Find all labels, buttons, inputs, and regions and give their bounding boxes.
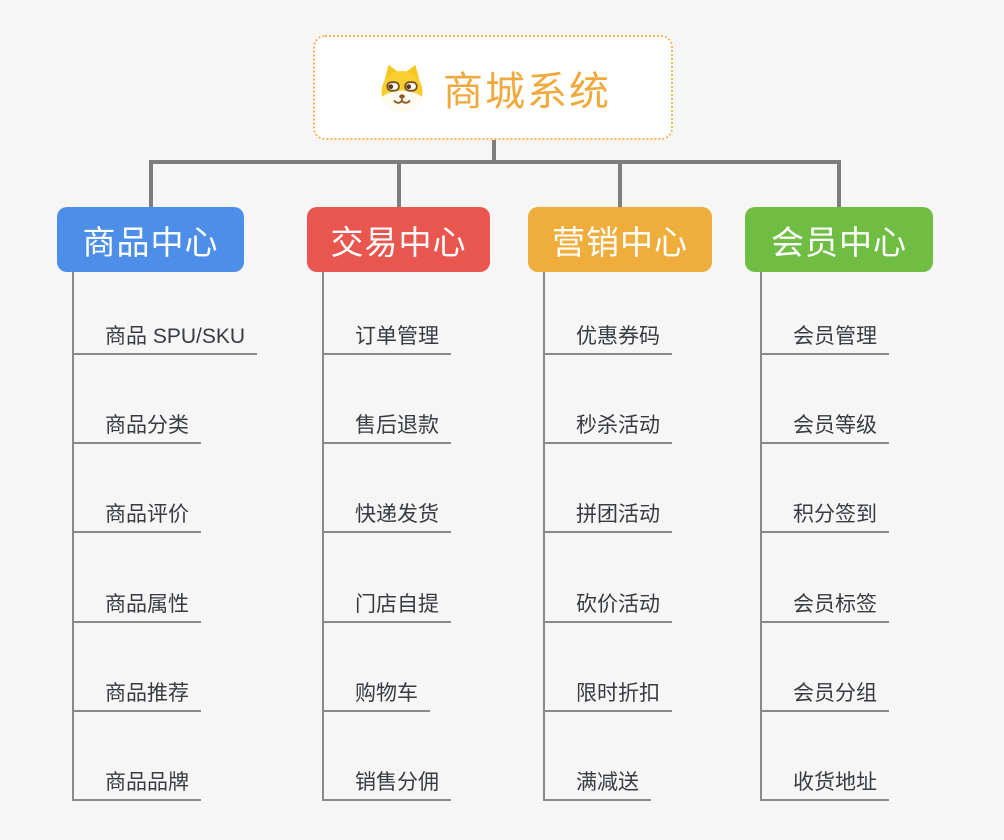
branch-node-1[interactable]: 商品中心 — [57, 207, 244, 272]
leaf-node[interactable]: 会员等级 — [760, 410, 889, 444]
root-stem-line — [492, 140, 496, 164]
branch-node-3[interactable]: 营销中心 — [528, 207, 712, 272]
leaf-node[interactable]: 收货地址 — [760, 767, 889, 801]
leaf-node[interactable]: 售后退款 — [322, 410, 451, 444]
branch-node-2[interactable]: 交易中心 — [307, 207, 490, 272]
branch-trunk-line — [322, 272, 324, 801]
leaf-node[interactable]: 订单管理 — [322, 321, 451, 355]
leaf-node[interactable]: 砍价活动 — [543, 589, 672, 623]
branch-trunk-line — [760, 272, 762, 801]
leaf-node[interactable]: 购物车 — [322, 678, 430, 712]
branch-drop-line — [396, 160, 401, 207]
branch-trunk-line — [72, 272, 74, 801]
leaf-node[interactable]: 商品属性 — [72, 589, 201, 623]
leaf-node[interactable]: 销售分佣 — [322, 767, 451, 801]
branch-drop-line — [618, 160, 622, 207]
leaf-node[interactable]: 限时折扣 — [543, 678, 672, 712]
leaf-node[interactable]: 满减送 — [543, 767, 651, 801]
leaf-node[interactable]: 拼团活动 — [543, 499, 672, 533]
leaf-node[interactable]: 秒杀活动 — [543, 410, 672, 444]
leaf-node[interactable]: 会员管理 — [760, 321, 889, 355]
leaf-node[interactable]: 商品评价 — [72, 499, 201, 533]
branch-bus-line — [148, 160, 841, 164]
leaf-node[interactable]: 商品品牌 — [72, 767, 201, 801]
branch-drop-line — [148, 160, 153, 207]
leaf-node[interactable]: 商品分类 — [72, 410, 201, 444]
branch-drop-line — [837, 160, 841, 207]
branch-node-4[interactable]: 会员中心 — [745, 207, 933, 272]
root-node[interactable]: 商城系统 — [313, 35, 673, 140]
leaf-node[interactable]: 商品 SPU/SKU — [72, 321, 258, 355]
leaf-node[interactable]: 会员标签 — [760, 589, 889, 623]
leaf-node[interactable]: 优惠券码 — [543, 321, 672, 355]
leaf-node[interactable]: 会员分组 — [760, 678, 889, 712]
leaf-node[interactable]: 商品推荐 — [72, 678, 201, 712]
root-title: 商城系统 — [443, 69, 611, 114]
branch-trunk-line — [543, 272, 545, 801]
dog-face-icon — [375, 63, 429, 113]
leaf-node[interactable]: 快递发货 — [322, 499, 451, 533]
leaf-node[interactable]: 门店自提 — [322, 589, 451, 623]
leaf-node[interactable]: 积分签到 — [760, 499, 889, 533]
